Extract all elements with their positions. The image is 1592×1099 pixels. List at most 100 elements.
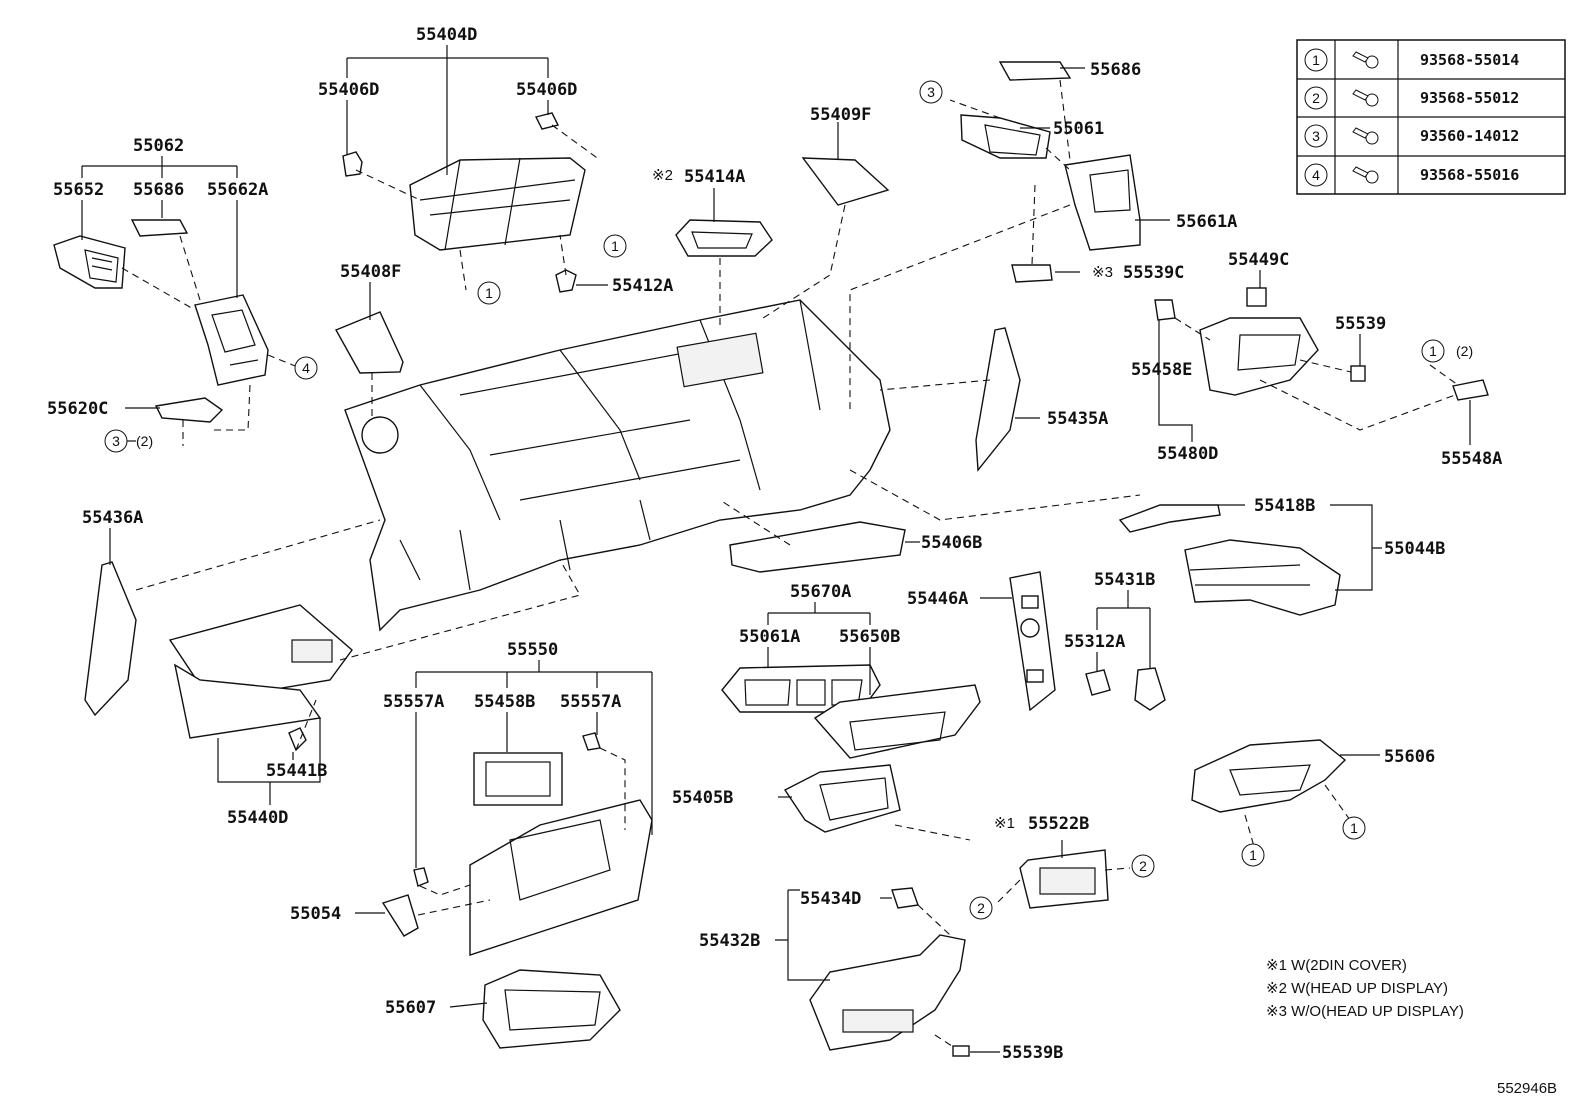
quantity-suffix: (2) xyxy=(1456,343,1473,359)
label-55449C: 55449C xyxy=(1228,250,1289,270)
instrument-panel xyxy=(344,299,891,632)
leader-lines xyxy=(81,45,1471,1053)
callout-3: 3 xyxy=(104,429,128,453)
label-55406B: 55406B xyxy=(921,533,982,553)
lower-panel-55432B xyxy=(809,934,966,1051)
screw-row-2: 2 93568-55012 xyxy=(1304,86,1519,110)
clip-55434D xyxy=(891,887,919,909)
label-55670A: 55670A xyxy=(790,582,851,602)
label-55661A: 55661A xyxy=(1176,212,1237,232)
label-55044B: 55044B xyxy=(1384,539,1445,559)
label-55686: 55686 xyxy=(1090,60,1141,80)
svg-text:1: 1 xyxy=(1249,847,1257,863)
display-55522B xyxy=(1019,849,1109,909)
hud-bezel-55414A xyxy=(675,219,773,257)
trim-55418B xyxy=(1118,504,1221,533)
footnotes: ※1 W(2DIN COVER) ※2 W(HEAD UP DISPLAY) ※… xyxy=(1266,957,1464,1020)
vent-55061A xyxy=(721,664,881,713)
screw-row-4: 4 93568-55016 xyxy=(1304,163,1519,187)
label-55054: 55054 xyxy=(290,904,341,924)
label-55548A: 55548A xyxy=(1441,449,1502,469)
note-mark-3: ※3 xyxy=(1092,264,1113,281)
label-55431B: 55431B xyxy=(1094,570,1155,590)
label-55539C: 55539C xyxy=(1123,263,1184,283)
label-55539: 55539 xyxy=(1335,314,1386,334)
screw-key: 2 xyxy=(1312,90,1320,106)
panel-55650B xyxy=(813,684,981,759)
label-55062: 55062 xyxy=(133,136,184,156)
svg-text:1: 1 xyxy=(485,285,493,301)
clip-55441B xyxy=(288,727,307,752)
hinge-55054 xyxy=(381,894,419,937)
quantity-suffix: (2) xyxy=(136,433,153,449)
panel-55409F xyxy=(801,157,890,206)
footnote-2: ※2 W(HEAD UP DISPLAY) xyxy=(1266,980,1448,997)
label-55652: 55652 xyxy=(53,180,104,200)
label-55550: 55550 xyxy=(507,640,558,660)
bezel-55405B xyxy=(783,764,901,833)
cluster-panel-55044B xyxy=(1184,539,1341,616)
bezel-55661A xyxy=(1064,154,1141,251)
label-55650B: 55650B xyxy=(839,627,900,647)
callout-1: 1 xyxy=(1421,339,1445,363)
glove-box-55440D xyxy=(168,604,353,739)
bracket-55312A xyxy=(1085,669,1111,696)
label-55312A: 55312A xyxy=(1064,632,1125,652)
note-mark-2: ※2 xyxy=(652,167,673,184)
label-55409F: 55409F xyxy=(810,105,871,125)
screw-part-number: 93568-55012 xyxy=(1420,89,1519,107)
label-55418B: 55418B xyxy=(1254,496,1315,516)
label-55061A: 55061A xyxy=(739,627,800,647)
label-55458B: 55458B xyxy=(474,692,535,712)
callout-2: 2 xyxy=(1131,854,1155,878)
bezel-55662A xyxy=(194,294,269,386)
label-55440D: 55440D xyxy=(227,808,288,828)
vent-fin-55686-right xyxy=(998,61,1072,81)
label-55662A: 55662A xyxy=(207,180,268,200)
footnote-3: ※3 W/O(HEAD UP DISPLAY) xyxy=(1266,1003,1464,1020)
bracket-55620C xyxy=(154,397,224,423)
label-55436A: 55436A xyxy=(82,508,143,528)
screw-part-number: 93568-55014 xyxy=(1420,51,1519,69)
screw-callouts: 1 1 4 3 3 1 1 1 2 2 xyxy=(104,80,1445,920)
label-55408F: 55408F xyxy=(340,262,401,282)
clip-55406D-left xyxy=(342,151,363,177)
screw-key: 1 xyxy=(1312,52,1320,68)
screw-icon xyxy=(1352,127,1379,145)
side-panel-55436A xyxy=(84,561,137,717)
callout-4: 4 xyxy=(294,356,318,380)
cover-55548A xyxy=(1452,379,1489,401)
screw-part-number: 93568-55016 xyxy=(1420,166,1519,184)
tray-55607 xyxy=(482,969,621,1049)
label-55522B: 55522B xyxy=(1028,814,1089,834)
screw-icon xyxy=(1352,51,1379,69)
label-55557A: 55557A xyxy=(560,692,621,712)
switch-strip-55446A xyxy=(1009,571,1056,712)
clip-55557A-right xyxy=(582,732,601,751)
svg-text:1: 1 xyxy=(1350,820,1358,836)
callout-2: 2 xyxy=(969,896,993,920)
callout-1: 1 xyxy=(603,234,627,258)
label-55435A: 55435A xyxy=(1047,409,1108,429)
screw-row-1: 1 93568-55014 xyxy=(1304,48,1519,72)
svg-text:2: 2 xyxy=(977,900,985,916)
box-55550 xyxy=(469,752,653,956)
svg-text:3: 3 xyxy=(927,84,935,100)
screw-icon xyxy=(1352,89,1379,107)
diagram-id: 552946B xyxy=(1497,1080,1557,1097)
cover-55406B xyxy=(729,521,906,573)
switch-55539 xyxy=(1350,365,1366,382)
clip-55539B xyxy=(952,1045,970,1057)
svg-text:1: 1 xyxy=(611,238,619,254)
callout-1: 1 xyxy=(1342,816,1366,840)
label-55686: 55686 xyxy=(133,180,184,200)
screw-row-3: 3 93560-14012 xyxy=(1304,124,1519,148)
label-55414A: 55414A xyxy=(684,167,745,187)
label-55406D: 55406D xyxy=(516,80,577,100)
pad-55449C xyxy=(1246,287,1267,307)
footnote-1: ※1 W(2DIN COVER) xyxy=(1266,957,1407,974)
label-55539B: 55539B xyxy=(1002,1043,1063,1063)
console-55606 xyxy=(1191,739,1347,813)
callout-3: 3 xyxy=(919,80,943,104)
